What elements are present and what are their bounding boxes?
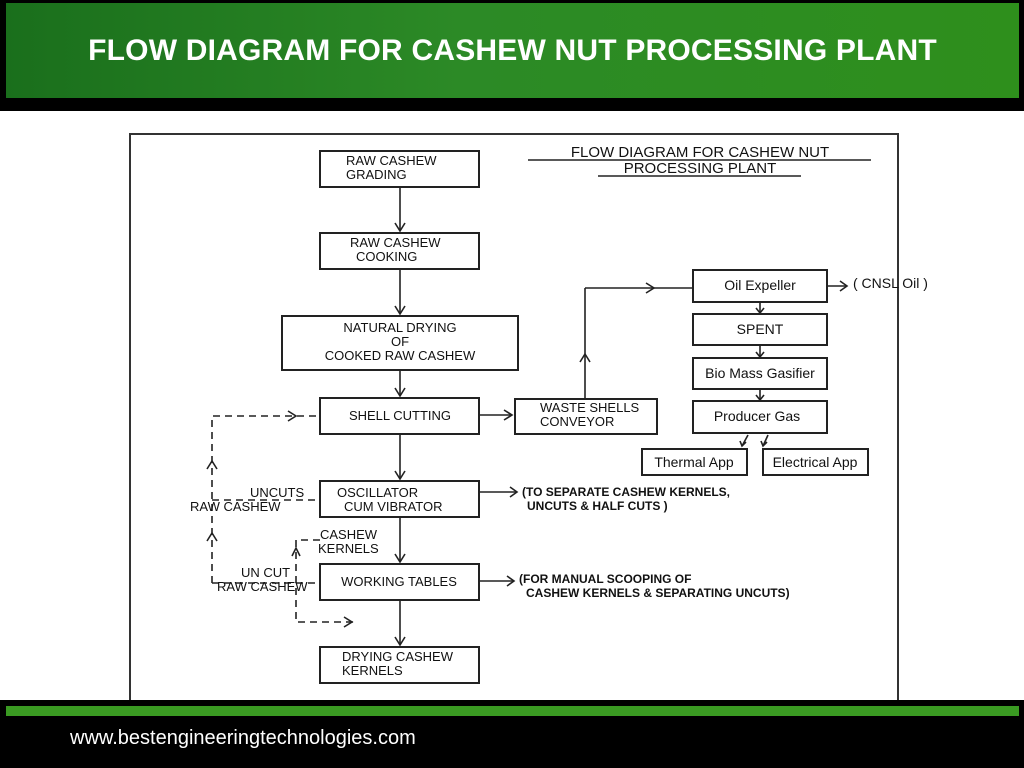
- arrow-to-waste-shells: [479, 409, 514, 421]
- uncuts-label: UNCUTS: [250, 485, 304, 500]
- working-tables-note-line2: CASHEW KERNELS & SEPARATING UNCUTS): [526, 586, 790, 600]
- cooking-line2: COOKING: [356, 249, 417, 264]
- drying-line2: OF: [391, 334, 409, 349]
- arrow-to-spent: [755, 302, 765, 315]
- box-producer-gas: Producer Gas: [692, 400, 828, 434]
- working-tables-note-line1: (FOR MANUAL SCOOPING OF: [519, 572, 691, 586]
- cashew-kernels-line1: CASHEW: [320, 527, 378, 542]
- diagram-heading-line1: FLOW DIAGRAM FOR CASHEW NUT: [571, 144, 829, 161]
- box-spent: SPENT: [692, 313, 828, 346]
- shell-cutting-label: SHELL CUTTING: [349, 408, 451, 423]
- oil-expeller-label: Oil Expeller: [724, 277, 796, 293]
- grading-line1: RAW CASHEW: [346, 153, 437, 168]
- footer-url[interactable]: www.bestengineeringtechnologies.com: [70, 727, 416, 749]
- cashew-kernels-line2: KERNELS: [318, 541, 379, 556]
- drying-line3: COOKED RAW CASHEW: [325, 348, 476, 363]
- box-bio-mass-gasifier: Bio Mass Gasifier: [692, 357, 828, 390]
- box-shell-cutting: SHELL CUTTING: [319, 397, 480, 435]
- document-frame: [129, 133, 899, 700]
- waste-shells-line2: CONVEYOR: [540, 414, 614, 429]
- oscillator-note-line2: UNCUTS & HALF CUTS ): [527, 499, 668, 513]
- diagram-panel: FLOW DIAGRAM FOR CASHEW NUT PROCESSING P…: [0, 111, 1024, 700]
- box-electrical-app: Electrical App: [762, 448, 869, 476]
- raw-cashew-label-2: RAW CASHEW: [217, 579, 308, 594]
- box-waste-shells-conveyor: WASTE SHELLS CONVEYOR: [514, 398, 658, 435]
- thermal-app-label: Thermal App: [654, 454, 734, 470]
- arrows-to-applications: [739, 434, 769, 448]
- arrow-to-working-tables-note: [479, 575, 516, 587]
- slide-title: FLOW DIAGRAM FOR CASHEW NUT PROCESSING P…: [88, 33, 937, 67]
- box-raw-cashew-grading: RAW CASHEW GRADING: [319, 150, 480, 188]
- cnsl-oil-label: ( CNSL Oil ): [853, 275, 928, 291]
- dashed-recycle-loop: [206, 410, 356, 628]
- box-working-tables: WORKING TABLES: [319, 563, 480, 601]
- box-natural-drying: NATURAL DRYING OF COOKED RAW CASHEW: [281, 315, 519, 371]
- flow-diagram: FLOW DIAGRAM FOR CASHEW NUT PROCESSING P…: [129, 133, 928, 700]
- waste-shells-line1: WASTE SHELLS: [540, 400, 640, 415]
- oscillator-line2: CUM VIBRATOR: [344, 499, 442, 514]
- arrow-to-gasifier: [755, 345, 765, 359]
- box-oscillator: OSCILLATOR CUM VIBRATOR: [319, 480, 480, 518]
- arrow-to-producer-gas: [755, 389, 765, 402]
- title-bar: FLOW DIAGRAM FOR CASHEW NUT PROCESSING P…: [6, 3, 1019, 98]
- raw-cashew-label: RAW CASHEW: [190, 499, 281, 514]
- gasifier-label: Bio Mass Gasifier: [705, 365, 815, 381]
- main-flow-arrows: [394, 187, 406, 647]
- working-tables-label: WORKING TABLES: [341, 574, 457, 589]
- drying-line1: NATURAL DRYING: [343, 320, 456, 335]
- producer-gas-label: Producer Gas: [714, 408, 800, 424]
- footer-green-strip: [6, 706, 1019, 716]
- drying-kernels-line1: DRYING CASHEW: [342, 649, 454, 664]
- grading-line2: GRADING: [346, 167, 407, 182]
- un-cut-label: UN CUT: [241, 565, 290, 580]
- diagram-heading-line2: PROCESSING PLANT: [624, 160, 777, 177]
- electrical-app-label: Electrical App: [773, 454, 858, 470]
- box-raw-cashew-cooking: RAW CASHEW COOKING: [319, 232, 480, 270]
- drying-kernels-line2: KERNELS: [342, 663, 403, 678]
- spent-label: SPENT: [737, 321, 784, 337]
- oscillator-note-line1: (TO SEPARATE CASHEW KERNELS,: [522, 485, 730, 499]
- box-drying-cashew-kernels: DRYING CASHEW KERNELS: [319, 646, 480, 684]
- oscillator-line1: OSCILLATOR: [337, 485, 418, 500]
- arrow-to-cnsl-oil: [827, 280, 849, 292]
- cooking-line1: RAW CASHEW: [350, 235, 441, 250]
- box-oil-expeller: Oil Expeller: [692, 269, 828, 303]
- arrow-to-oscillator-note: [479, 486, 519, 498]
- arrow-to-oil-expeller: [579, 282, 692, 399]
- box-thermal-app: Thermal App: [641, 448, 748, 476]
